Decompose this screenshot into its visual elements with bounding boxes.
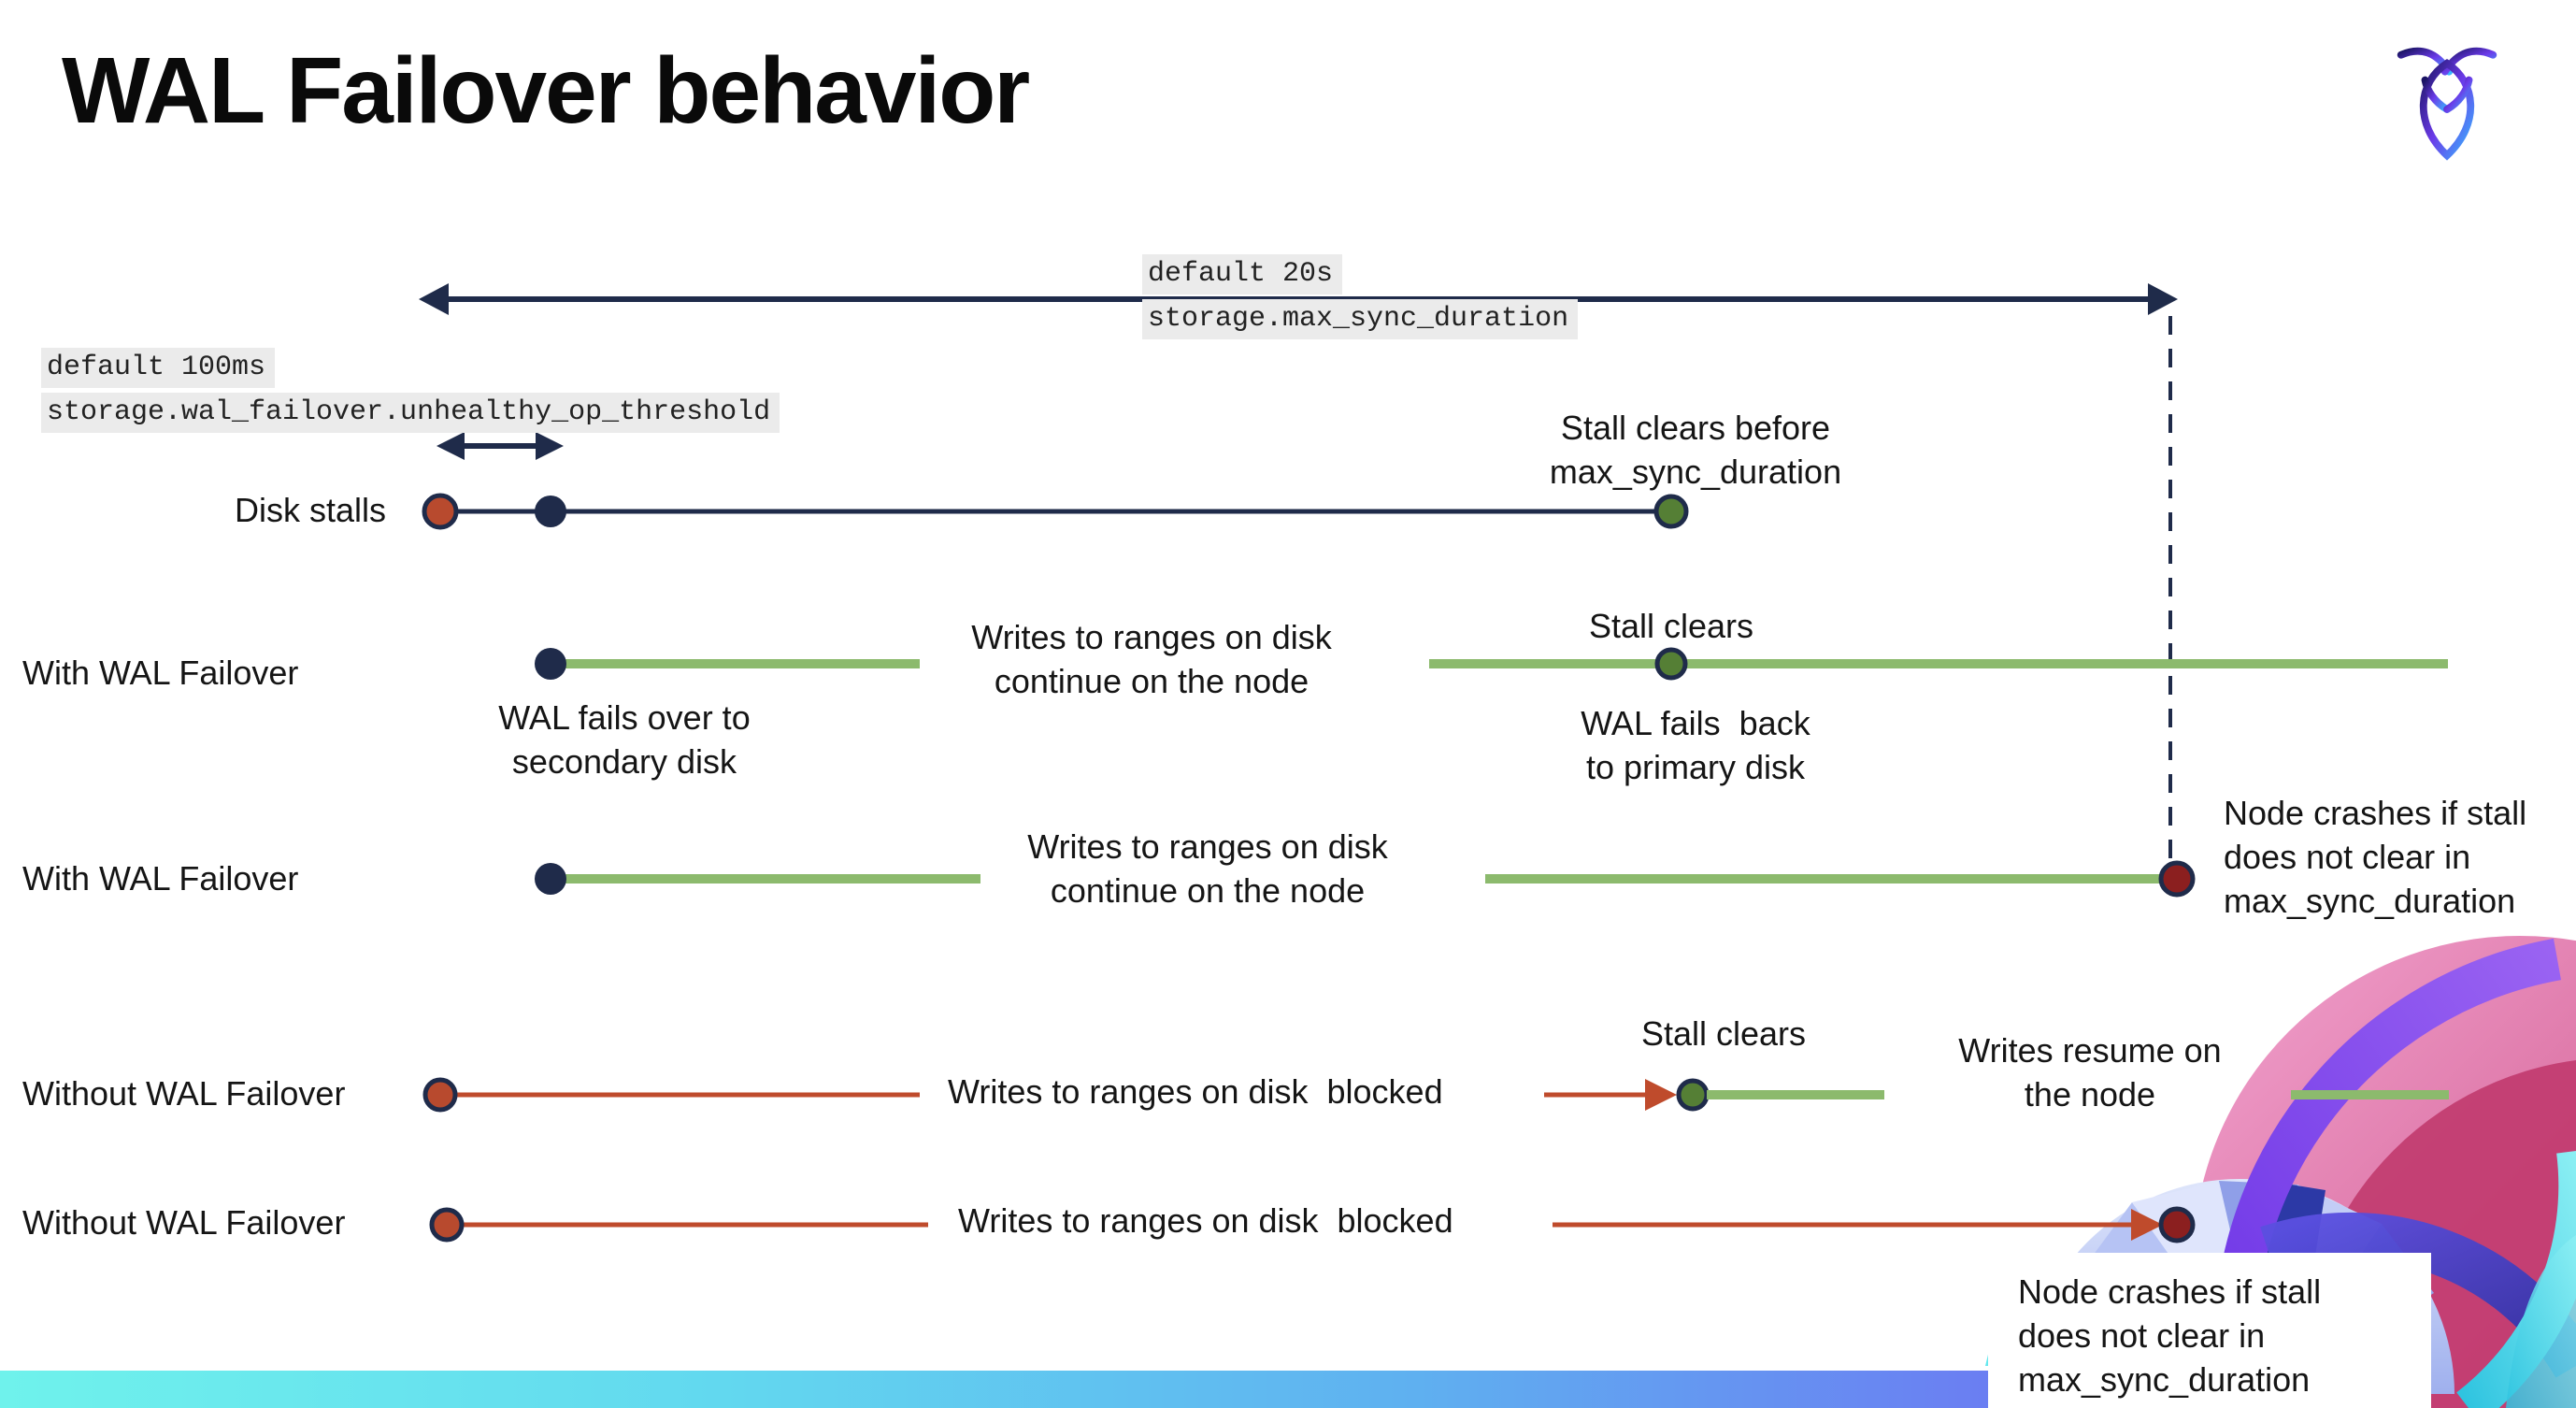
row-label-with-wal-failover-2: With WAL Failover — [22, 859, 299, 898]
row-label-with-wal-failover-1: With WAL Failover — [22, 654, 299, 692]
cockroachdb-logo-icon — [2397, 47, 2497, 161]
max-sync-duration-setting: default 20s storage.max_sync_duration — [1142, 254, 1579, 344]
row3-crash-dot — [2158, 860, 2196, 898]
row1-threshold-dot — [535, 496, 566, 527]
annotation-writes-blocked-2: Writes to ranges on disk blocked — [958, 1201, 1453, 1240]
annotation-stall-clears-1: Stall clears — [1588, 607, 1754, 645]
row1-stall-clears-dot — [1653, 494, 1689, 529]
setting-name: storage.max_sync_duration — [1142, 299, 1579, 339]
row-label-without-wal-failover-2: Without WAL Failover — [22, 1203, 346, 1242]
row1-stall-start-dot — [422, 493, 459, 530]
annotation-node-crashes-1: Node crashes if stall does not clear in … — [2224, 794, 2527, 920]
row4-stall-start-dot — [422, 1077, 458, 1113]
row3-failover-dot — [535, 863, 566, 895]
node-crashes-callout: Node crashes if stall does not clear in … — [1988, 1253, 2431, 1408]
annotation-writes-continue-2: Writes to ranges on disk continue on the… — [1027, 827, 1388, 910]
page-title: WAL Failover behavior — [62, 38, 1030, 143]
row-label-without-wal-failover-1: Without WAL Failover — [22, 1074, 346, 1113]
annotation-stall-clears-2: Stall clears — [1640, 1014, 1807, 1053]
row2-stall-clears-dot — [1654, 647, 1688, 681]
annotation-wal-fails-over: WAL fails over to secondary disk — [498, 698, 751, 781]
row4-stall-clears-dot — [1676, 1078, 1710, 1112]
arrowhead-right-icon — [2148, 283, 2178, 315]
setting-name: storage.wal_failover.unhealthy_op_thresh… — [41, 393, 780, 433]
row5-stall-start-dot — [429, 1207, 465, 1243]
annotation-writes-continue-1: Writes to ranges on disk continue on the… — [971, 618, 1332, 700]
annotation-wal-fails-back: WAL fails back to primary disk — [1581, 704, 1810, 786]
setting-default-value: default 20s — [1142, 254, 1343, 295]
unhealthy-op-threshold-setting: default 100ms storage.wal_failover.unhea… — [41, 348, 780, 438]
arrowhead-left-icon — [419, 283, 449, 315]
annotation-node-crashes-2: Node crashes if stall does not clear in … — [2018, 1272, 2322, 1399]
row4-red-arrowhead-icon — [1645, 1079, 1677, 1111]
row2-failover-dot — [535, 648, 566, 680]
art-cyan-leaf — [2506, 1235, 2576, 1408]
setting-default-value: default 100ms — [41, 348, 276, 388]
annotation-stall-clears-before: Stall clears before max_sync_duration — [1549, 409, 1842, 491]
row-label-disk-stalls: Disk stalls — [234, 491, 386, 529]
annotation-writes-blocked-1: Writes to ranges on disk blocked — [948, 1072, 1443, 1111]
annotation-writes-resume: Writes resume on the node — [1958, 1031, 2222, 1113]
